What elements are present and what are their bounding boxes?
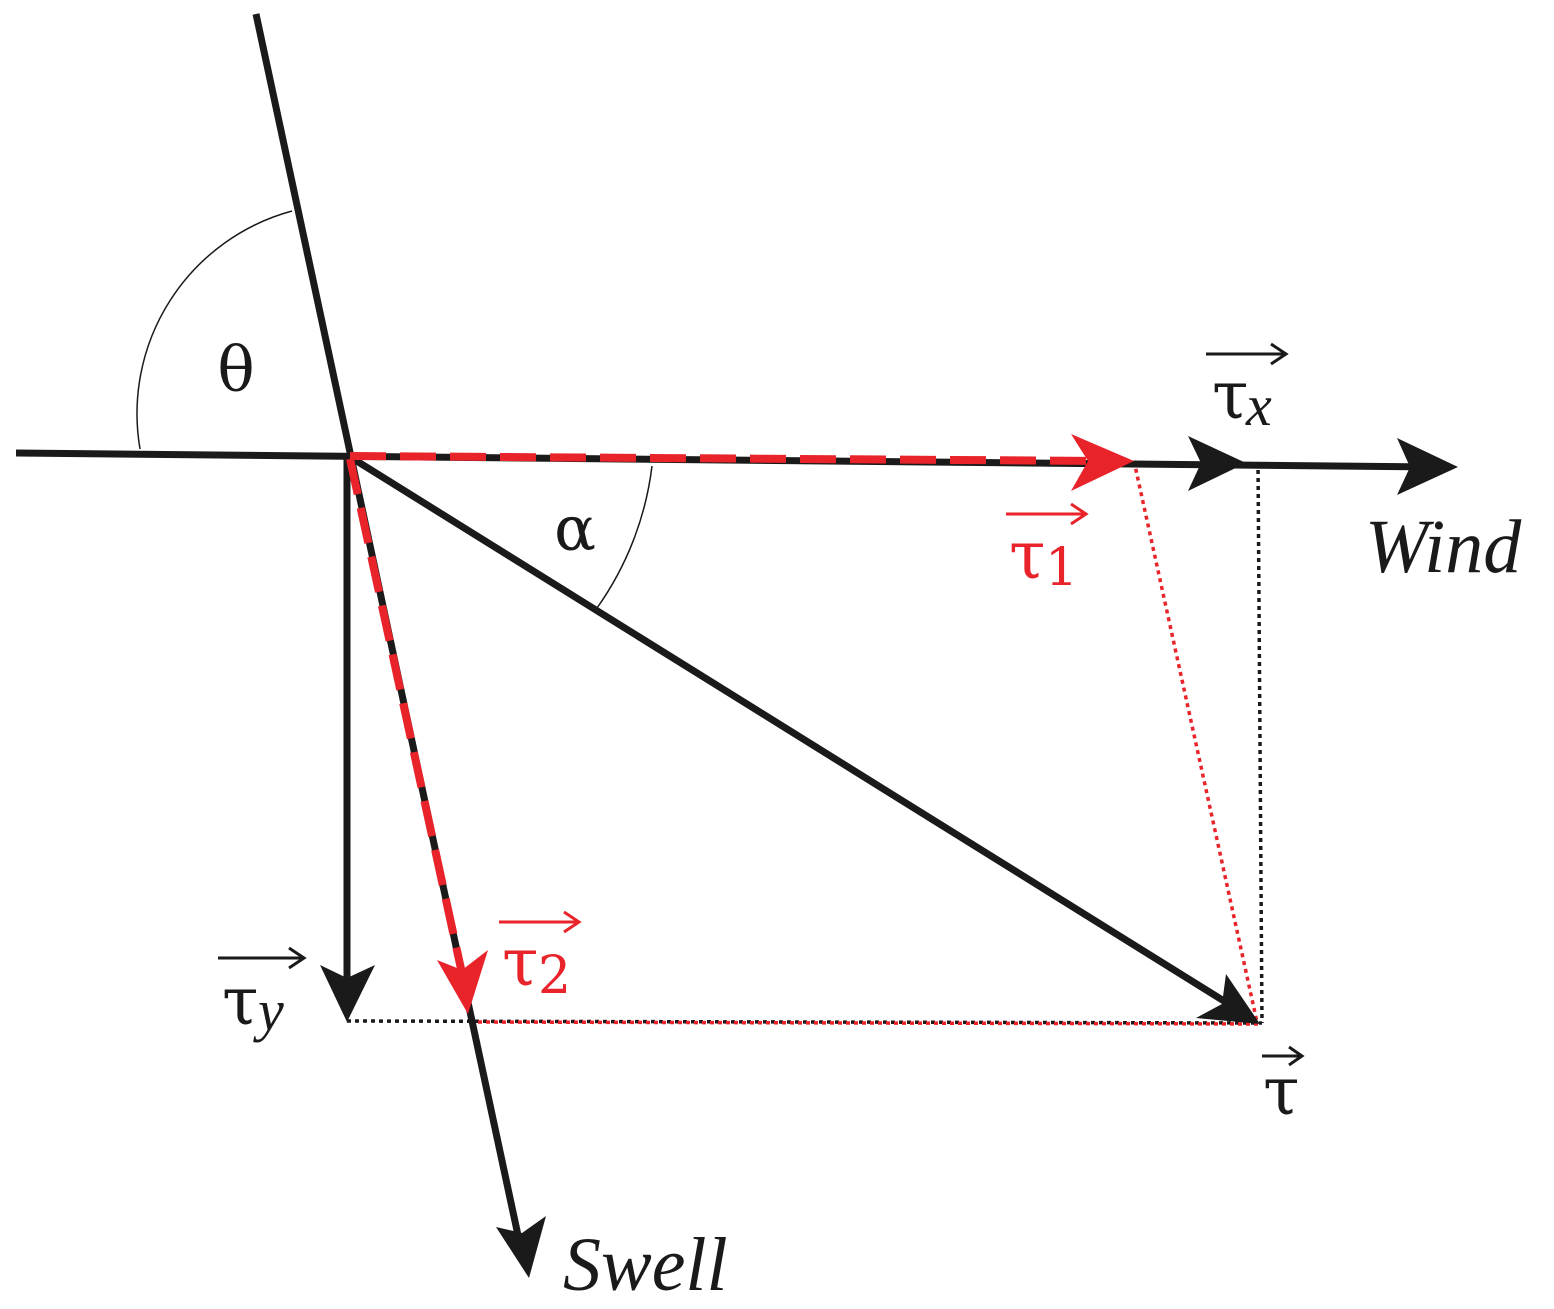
swell-arrowhead xyxy=(496,1216,546,1278)
projection-line-tau-2 xyxy=(469,1020,1261,1026)
tau-2-label: τ 2 xyxy=(499,910,582,1006)
projection-line-tau-x xyxy=(1256,461,1264,1024)
theta-label: θ xyxy=(217,333,254,406)
tau-y-label: τ y xyxy=(218,946,307,1043)
wind-label: Wind xyxy=(1365,505,1522,589)
tau-1-arrowhead xyxy=(1071,434,1134,491)
projection-line-tau-1 xyxy=(1132,460,1259,1023)
tau-2-symbol: τ xyxy=(502,924,539,1001)
alpha-label: α xyxy=(554,492,596,565)
tau-1-vector xyxy=(349,452,1111,465)
tau-x-subscript: x xyxy=(1245,373,1272,438)
tau-1-label: τ 1 xyxy=(1006,502,1089,598)
alpha-angle-arc xyxy=(596,465,653,609)
wind-arrowhead xyxy=(1397,438,1458,495)
tau-2-arrowhead xyxy=(437,950,488,1014)
tau-y-subscript: y xyxy=(253,978,284,1043)
tau-label: τ xyxy=(1262,1045,1305,1130)
tau-symbol: τ xyxy=(1263,1053,1300,1130)
theta-angle-arc xyxy=(136,210,293,450)
swell-label: Swell xyxy=(563,1223,728,1307)
projection-line-tau-y xyxy=(346,1019,1263,1025)
tau-vector xyxy=(345,452,1242,1014)
tau-2-subscript: 2 xyxy=(538,946,571,1006)
tau-x-symbol: τ xyxy=(1212,357,1249,434)
tau-y-symbol: τ xyxy=(222,963,259,1040)
tau-x-label: τ x xyxy=(1206,342,1289,438)
tau-arrowhead xyxy=(1196,974,1260,1024)
tau-x-arrowhead xyxy=(1188,436,1246,491)
tau-2-vector xyxy=(346,458,467,979)
tau-y-arrowhead xyxy=(320,965,375,1022)
tau-1-subscript: 1 xyxy=(1045,538,1078,598)
tau-1-symbol: τ xyxy=(1009,517,1046,594)
